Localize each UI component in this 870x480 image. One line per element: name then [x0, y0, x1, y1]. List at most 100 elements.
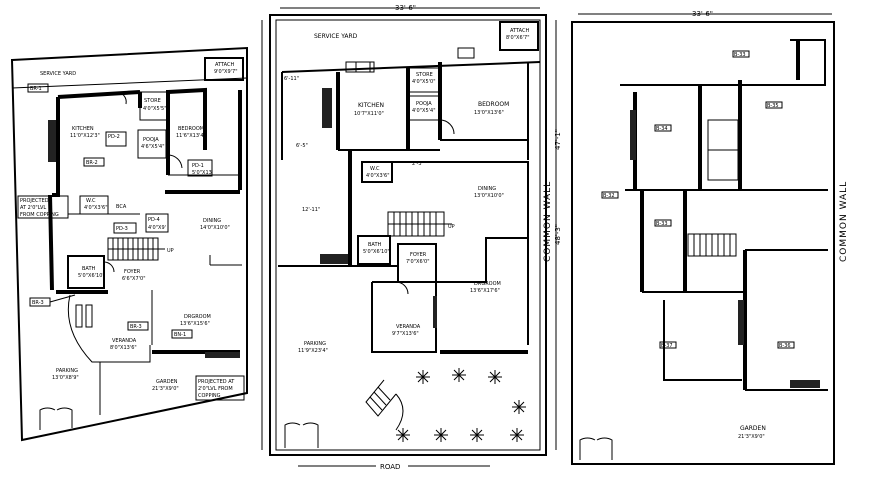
note-projected-b1: PROJECTED AT — [198, 379, 235, 385]
size-garden: 21'3"X9'0" — [152, 386, 179, 392]
tag-pd4: PD-4 — [148, 217, 160, 223]
tag-br3b: BR-3 — [130, 324, 142, 330]
entry-steps — [365, 379, 404, 431]
size-pooja: 4'6"X5'4" — [141, 144, 165, 150]
label-drawing-mid: DRGROOM — [474, 281, 501, 287]
tag-bca: BCA — [116, 204, 127, 210]
size-parking-mid: 11'9"X23'4" — [298, 348, 328, 354]
tag-pd2: PD-2 — [108, 134, 120, 140]
tag-br-bottom: BR-3 — [32, 300, 44, 306]
tag-pd1: PD-1 — [192, 163, 204, 169]
label-pooja: POOJA — [143, 137, 159, 143]
label-service-yard-mid: SERVICE YARD — [314, 33, 358, 40]
size-bath: 5'0"X6'10" — [78, 273, 105, 279]
label-wc-mid: W.C — [370, 166, 380, 172]
size-kitchen: 11'0"X12'3" — [70, 133, 100, 139]
label-bedroom-mid: BEDROOM — [478, 101, 509, 108]
label-wc: W.C — [86, 198, 96, 204]
label-up-mid: UP — [448, 224, 455, 230]
size-dining-mid: 13'0"X10'0" — [474, 193, 504, 199]
size-store-mid: 4'0"X5'0" — [412, 79, 436, 85]
dim-d7: 2'-3" — [412, 161, 424, 167]
label-kitchen: KITCHEN — [72, 126, 94, 132]
size-garden-right: 21'3"X9'0" — [738, 434, 765, 440]
size-bedroom: 11'6"X13'4" — [176, 133, 206, 139]
staircase-left: UP — [107, 237, 174, 261]
staircase-right — [687, 233, 737, 257]
note-projected-2: AT 2'0"LVL — [20, 205, 46, 211]
plot-boundary-left — [10, 46, 248, 442]
size-veranda: 8'0"X13'6" — [110, 345, 137, 351]
note-projected-b3: COPPING — [198, 393, 221, 399]
svg-text:4'0"X9': 4'0"X9' — [148, 225, 166, 231]
staircase-middle: UP — [387, 211, 455, 237]
tag-pd3: PD-3 — [116, 226, 128, 232]
dim-d1: 6'-11" — [284, 76, 299, 82]
label-road: ROAD — [380, 463, 400, 471]
tag-b37: B-37 — [661, 343, 673, 349]
label-garden: GARDEN — [156, 379, 178, 385]
label-dining: DINING — [203, 218, 221, 224]
note-projected-3: FROM COPPING — [20, 212, 59, 218]
note-projected-1: PROJECTED — [20, 198, 49, 204]
size-bath-mid: 5'0"X6'10" — [363, 249, 390, 255]
plan-left: SERVICE YARD ATTACH 9'0"X9'7" STORE 4'0"… — [10, 46, 248, 442]
label-veranda: VERANDA — [112, 338, 137, 344]
tag-b34: B-34 — [656, 126, 668, 132]
plot-boundary-right — [571, 21, 835, 465]
label-veranda-mid: VERANDA — [396, 324, 421, 330]
label-up-left: UP — [167, 248, 174, 254]
tag-b33a: B-33 — [734, 52, 746, 58]
size-pooja-mid: 4'0"X5'4" — [412, 108, 436, 114]
tag-b32: B-32 — [603, 193, 615, 199]
size-foyer-mid: 7'0"X6'0" — [406, 259, 430, 265]
label-foyer-mid: FOYER — [410, 252, 427, 258]
label-common-wall-mid: COMMON WALL — [543, 181, 553, 262]
size-veranda-mid: 9'7"X13'6" — [392, 331, 419, 337]
label-pooja-mid: POOJA — [416, 101, 432, 107]
tag-b35: B-35 — [767, 103, 779, 109]
label-drawing: DRGROOM — [184, 314, 211, 320]
label-store: STORE — [144, 98, 161, 104]
dim-top-right: 33'-6" — [692, 10, 713, 18]
plan-middle: 33'-6" SERVICE YARD ATTACH 8'0"X6'7" KIT… — [261, 4, 562, 471]
garden-plants — [396, 368, 526, 442]
size-dining: 14'0"X10'0" — [200, 225, 230, 231]
note-projected-b2: 2'0"LVL FROM — [198, 386, 233, 392]
size-kitchen-mid: 10'7"X11'0" — [354, 111, 384, 117]
size-parking: 13'0"X8'9" — [52, 375, 79, 381]
label-attach: ATTACH — [215, 62, 234, 68]
tag-b36: B-36 — [779, 343, 791, 349]
tag-b33b: B-33 — [656, 221, 668, 227]
size-foyer: 6'6"X7'0" — [122, 276, 146, 282]
size-store: 4'0"X5'5" — [143, 106, 167, 112]
label-common-wall-right: COMMON WALL — [839, 181, 849, 262]
size-attach: 9'0"X9'7" — [214, 69, 238, 75]
label-service-yard: SERVICE YARD — [40, 71, 76, 77]
label-attach-mid: ATTACH — [510, 28, 529, 34]
dim-d4: 47'-1" — [554, 129, 562, 150]
label-foyer: FOYER — [124, 269, 141, 275]
tag-br-mid: BR-2 — [86, 160, 98, 166]
plan-right: 33'-6" COMMON WALL — [571, 10, 849, 465]
size-wc: 4'0"X3'6" — [84, 205, 108, 211]
dim-d5: 48'-3" — [554, 224, 562, 245]
label-bath-mid: BATH — [368, 242, 382, 248]
svg-text:5'0"X13: 5'0"X13 — [192, 170, 212, 176]
dim-top-middle: 33'-6" — [395, 4, 416, 12]
label-bath: BATH — [82, 266, 96, 272]
dim-d3: 12'-11" — [302, 207, 320, 213]
dim-d2: 6'-5" — [296, 143, 308, 149]
label-kitchen-mid: KITCHEN — [358, 102, 384, 109]
label-bedroom: BEDROOM — [178, 126, 204, 132]
size-drawing-mid: 13'6"X17'6" — [470, 288, 500, 294]
label-parking: PARKING — [56, 368, 78, 374]
label-garden-right: GARDEN — [740, 425, 766, 432]
size-attach-mid: 8'0"X6'7" — [506, 35, 530, 41]
size-wc-mid: 4'0"X3'6" — [366, 173, 390, 179]
label-parking-mid: PARKING — [304, 341, 326, 347]
size-bedroom-mid: 13'0"X13'6" — [474, 110, 504, 116]
size-drawing: 13'6"X15'6" — [180, 321, 210, 327]
tag-bn: BN-1 — [174, 332, 186, 338]
